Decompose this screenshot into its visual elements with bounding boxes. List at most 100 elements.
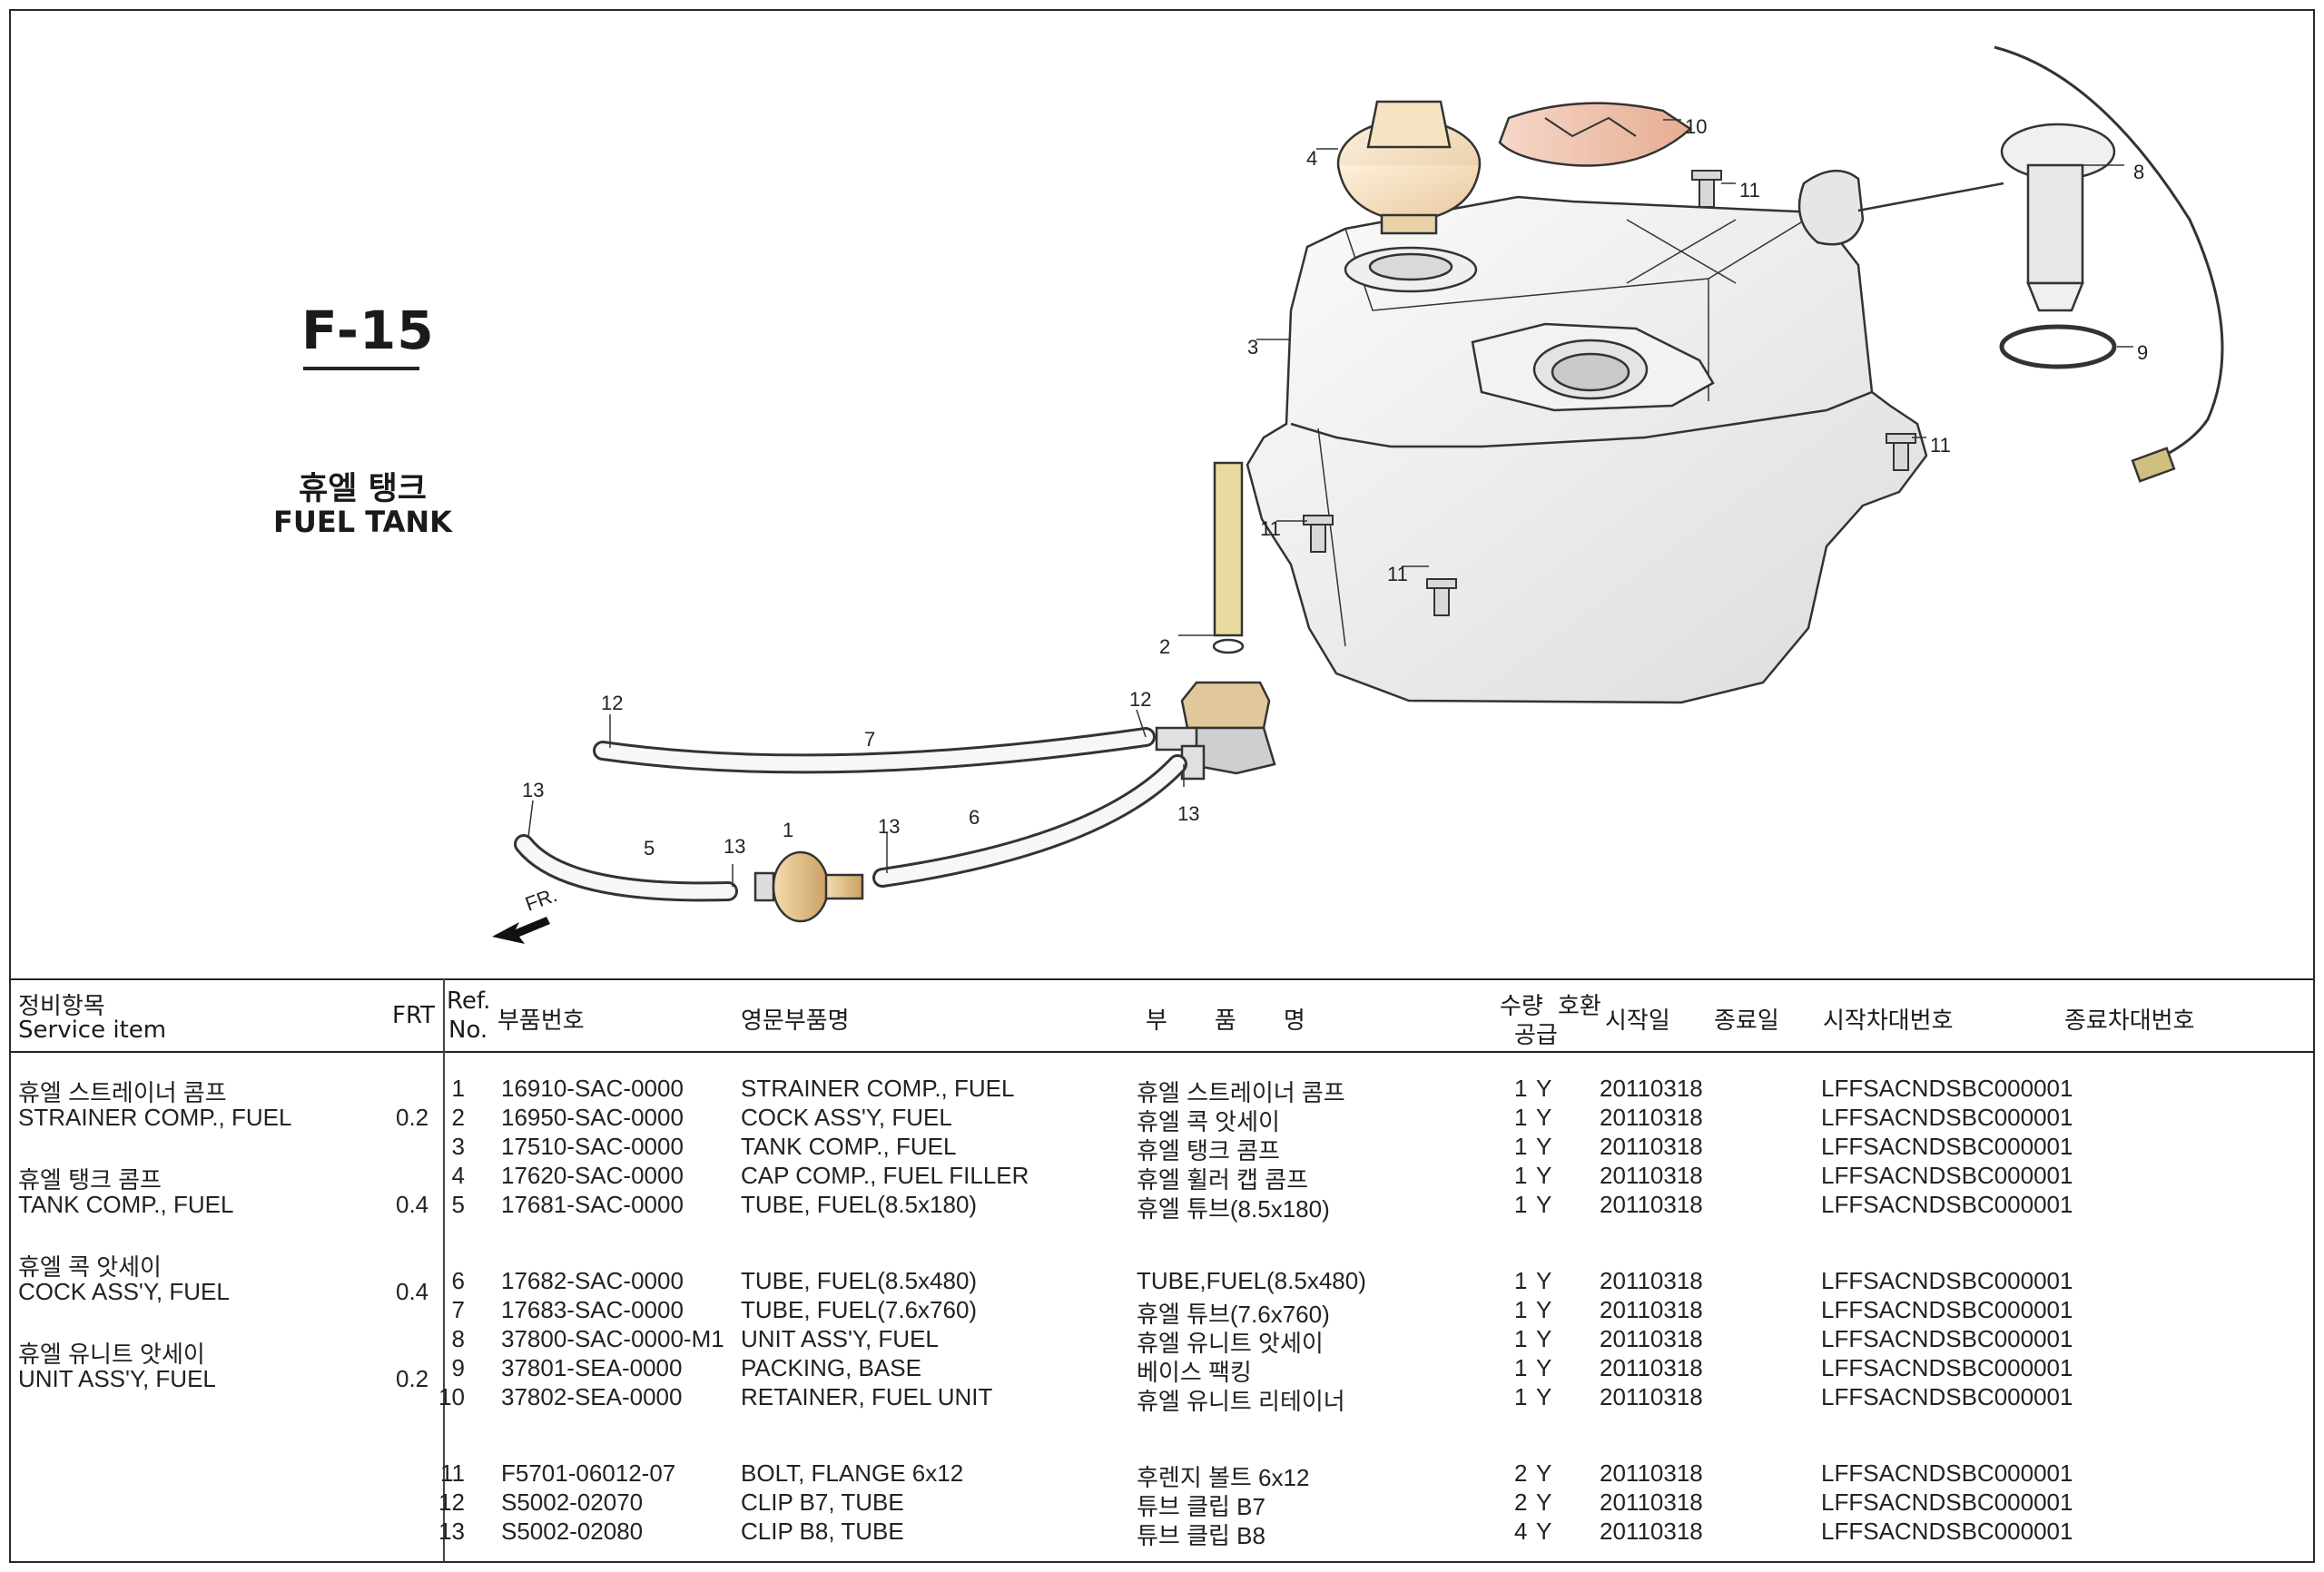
row-name-korean: 휴엘 튜브(8.5x180) [1137,1195,1330,1223]
service-item-en: STRAINER COMP., FUEL [18,1104,292,1131]
row-start-vin: LFFSACNDSBC000001 [1821,1162,2073,1189]
fuel-unit-retainer-shape [1498,102,1693,167]
row-interchange: Y [1536,1354,1552,1381]
row-quantity: 1 [1514,1325,1528,1352]
row-ref-number: 5 [451,1191,465,1218]
row-quantity: 1 [1514,1354,1528,1381]
header-interchange: 호환 [1558,993,1601,1020]
callout-10: 10 [1685,115,1707,138]
service-item-ko: 휴엘 탱크 콤프 [18,1166,162,1194]
page-title-english: FUEL TANK [273,505,452,539]
row-name-korean: 튜브 클립 B8 [1137,1522,1265,1549]
row-name-korean: 휴엘 유니트 리테이너 [1137,1388,1345,1415]
page-code: F-15 [301,300,435,361]
row-ref-number: 6 [451,1267,465,1294]
header-service-item-ko: 정비항목 [18,993,105,1020]
service-item-en: UNIT ASS'Y, FUEL [18,1365,216,1392]
header-supply: 공급 [1514,1022,1558,1049]
row-start-vin: LFFSACNDSBC000001 [1821,1518,2073,1545]
callout-9: 9 [2137,341,2148,364]
row-quantity: 1 [1514,1133,1528,1160]
row-name-english: CAP COMP., FUEL FILLER [741,1162,1029,1189]
fuel-cock-shape [1155,461,1276,781]
header-name-english: 영문부품명 [741,1007,850,1035]
service-item-frt: 0.4 [396,1191,429,1218]
row-interchange: Y [1536,1325,1552,1352]
row-name-english: TUBE, FUEL(8.5x480) [741,1267,978,1294]
header-frt: FRT [392,1002,436,1029]
table-column-divider [443,978,445,1561]
row-part-number: S5002-02070 [501,1488,644,1516]
row-interchange: Y [1536,1104,1552,1131]
row-start-vin: LFFSACNDSBC000001 [1821,1383,2073,1410]
header-ref-no-1: Ref. [447,987,491,1015]
row-part-number: S5002-02080 [501,1518,644,1545]
row-name-korean: TUBE,FUEL(8.5x480) [1137,1267,1366,1294]
row-part-number: 17683-SAC-0000 [501,1296,684,1323]
row-part-number: F5701-06012-07 [501,1459,676,1487]
row-name-korean: 휴엘 튜브(7.6x760) [1137,1301,1330,1328]
row-interchange: Y [1536,1267,1552,1294]
row-ref-number: 11 [440,1459,465,1487]
header-start-vin: 시작차대번호 [1823,1007,1954,1035]
row-interchange: Y [1536,1296,1552,1323]
row-part-number: 16950-SAC-0000 [501,1104,684,1131]
header-end-vin: 종료차대번호 [2064,1007,2195,1035]
page-code-underline [303,367,419,370]
row-name-english: RETAINER, FUEL UNIT [741,1383,993,1410]
row-start-vin: LFFSACNDSBC000001 [1821,1459,2073,1487]
callout-13: 13 [724,835,745,858]
row-name-english: CLIP B8, TUBE [741,1518,904,1545]
table-header-rule [11,1051,2313,1053]
row-start-vin: LFFSACNDSBC000001 [1821,1191,2073,1218]
service-item-ko: 휴엘 콕 앗세이 [18,1253,162,1281]
row-name-korean: 휴엘 콕 앗세이 [1137,1108,1280,1135]
row-start-date: 20110318 [1600,1267,1703,1294]
row-ref-number: 8 [451,1325,465,1352]
row-start-vin: LFFSACNDSBC000001 [1821,1075,2073,1102]
row-start-date: 20110318 [1600,1354,1703,1381]
row-name-english: UNIT ASS'Y, FUEL [741,1325,939,1352]
row-interchange: Y [1536,1075,1552,1102]
row-ref-number: 4 [451,1162,465,1189]
callout-2: 2 [1159,635,1170,658]
service-item-ko: 휴엘 스트레이너 콤프 [18,1079,227,1106]
row-start-vin: LFFSACNDSBC000001 [1821,1104,2073,1131]
row-name-korean: 휴엘 휠러 캡 콤프 [1137,1166,1309,1194]
front-direction-arrow: FR. [492,883,560,944]
header-quantity: 수량 [1500,993,1543,1020]
row-name-english: CLIP B7, TUBE [741,1488,904,1516]
service-item-frt: 0.2 [396,1365,429,1392]
row-ref-number: 1 [451,1075,465,1102]
row-interchange: Y [1536,1162,1552,1189]
row-quantity: 1 [1514,1191,1528,1218]
callout-8: 8 [2133,161,2144,183]
row-start-date: 20110318 [1600,1325,1703,1352]
row-name-korean: 휴엘 스트레이너 콤프 [1137,1079,1345,1106]
row-name-korean: 튜브 클립 B7 [1137,1493,1265,1520]
fuel-strainer-shape [753,850,864,923]
service-item-frt: 0.4 [396,1278,429,1305]
row-name-korean: 후렌지 볼트 6x12 [1137,1464,1310,1491]
row-ref-number: 13 [438,1518,465,1545]
row-ref-number: 3 [451,1133,465,1160]
row-interchange: Y [1536,1518,1552,1545]
row-part-number: 17510-SAC-0000 [501,1133,684,1160]
row-name-korean: 휴엘 유니트 앗세이 [1137,1330,1324,1357]
row-name-english: COCK ASS'Y, FUEL [741,1104,952,1131]
flange-bolts-shape [1303,170,1916,616]
row-name-english: STRAINER COMP., FUEL [741,1075,1015,1102]
callout-11: 11 [1387,563,1408,585]
service-item-en: COCK ASS'Y, FUEL [18,1278,230,1305]
header-start-date: 시작일 [1605,1007,1670,1035]
row-start-date: 20110318 [1600,1104,1703,1131]
row-quantity: 1 [1514,1383,1528,1410]
page-title-korean: 휴엘 탱크 [299,471,427,507]
parts-table: 정비항목 Service item FRT Ref. No. 부품번호 영문부품… [11,978,2313,1561]
row-part-number: 17681-SAC-0000 [501,1191,684,1218]
row-ref-number: 2 [451,1104,465,1131]
row-quantity: 1 [1514,1267,1528,1294]
callout-13: 13 [522,779,544,801]
row-quantity: 4 [1514,1518,1528,1545]
